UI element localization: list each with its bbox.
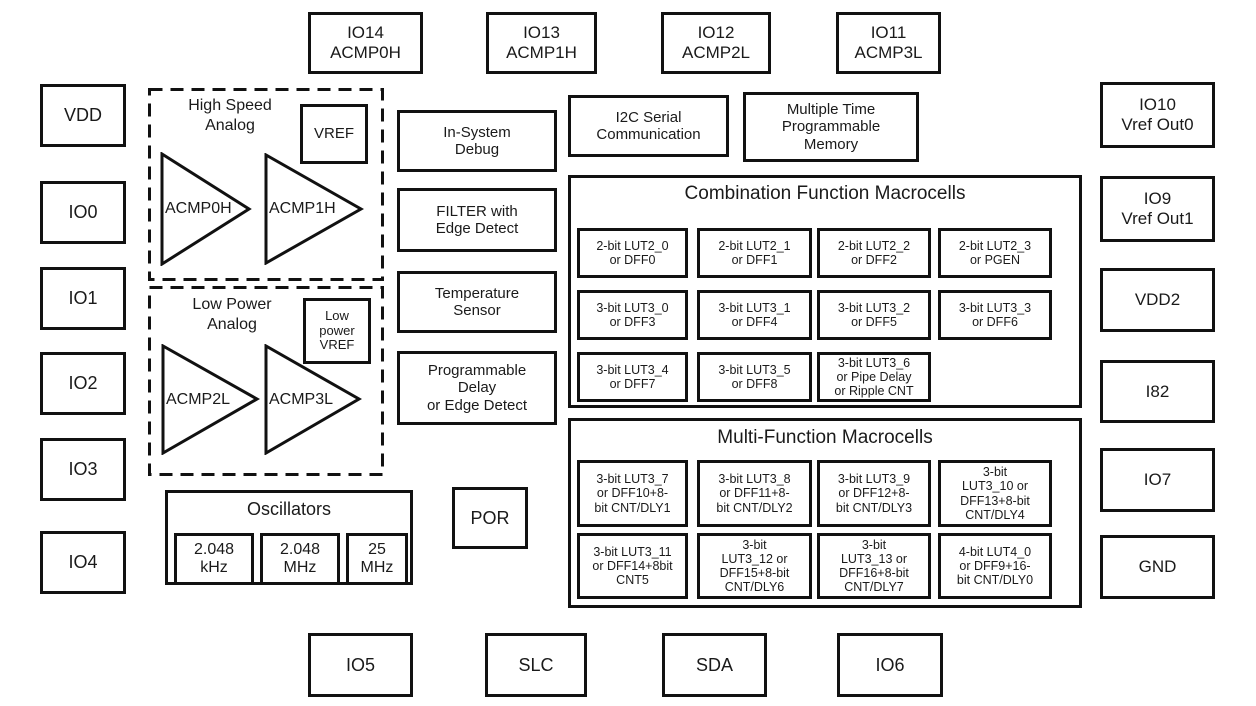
pin-slc: SLC bbox=[485, 633, 587, 697]
pin-vdd2: VDD2 bbox=[1100, 268, 1215, 332]
macrocell-lut3-11: 3-bit LUT3_11 or DFF14+8bit CNT5 bbox=[577, 533, 688, 599]
acmp2l-label: ACMP2L bbox=[166, 390, 231, 408]
comparator-triangle-icon bbox=[264, 344, 362, 455]
pin-i82: I82 bbox=[1100, 360, 1215, 423]
macrocell-lut3-3: 3-bit LUT3_3 or DFF6 bbox=[938, 290, 1052, 340]
filter-edge-detect-block: FILTER with Edge Detect bbox=[397, 188, 557, 252]
macrocell-lut2-2: 2-bit LUT2_2 or DFF2 bbox=[817, 228, 931, 278]
pin-io2: IO2 bbox=[40, 352, 126, 415]
acmp3l-comparator: ACMP3L bbox=[264, 344, 362, 455]
pin-sda: SDA bbox=[662, 633, 767, 697]
por-block: POR bbox=[452, 487, 528, 549]
oscillator-25mhz: 25 MHz bbox=[346, 533, 408, 585]
macrocell-lut3-0: 3-bit LUT3_0 or DFF3 bbox=[577, 290, 688, 340]
macrocell-lut3-4: 3-bit LUT3_4 or DFF7 bbox=[577, 352, 688, 402]
pin-io11-acmp3l: IO11 ACMP3L bbox=[836, 12, 941, 74]
pin-io4: IO4 bbox=[40, 531, 126, 594]
high-speed-analog-title: High Speed Analog bbox=[188, 97, 272, 134]
pin-io6: IO6 bbox=[837, 633, 943, 697]
in-system-debug-block: In-System Debug bbox=[397, 110, 557, 172]
macrocell-lut3-7: 3-bit LUT3_7 or DFF10+8- bit CNT/DLY1 bbox=[577, 460, 688, 527]
pin-io0: IO0 bbox=[40, 181, 126, 244]
comparator-triangle-icon bbox=[161, 344, 260, 455]
low-power-analog-title: Low Power Analog bbox=[192, 296, 272, 333]
pin-io3: IO3 bbox=[40, 438, 126, 501]
multi-function-macrocells-title: Multi-Function Macrocells bbox=[717, 427, 933, 448]
pin-gnd: GND bbox=[1100, 535, 1215, 599]
pin-io5: IO5 bbox=[308, 633, 413, 697]
low-power-vref-block: Low power VREF bbox=[303, 298, 371, 364]
i2c-serial-block: I2C Serial Communication bbox=[568, 95, 729, 157]
pin-io12-acmp2l: IO12 ACMP2L bbox=[661, 12, 771, 74]
vref-block: VREF bbox=[300, 104, 368, 164]
macrocell-lut3-10: 3-bit LUT3_10 or DFF13+8-bit CNT/DLY4 bbox=[938, 460, 1052, 527]
pin-vdd: VDD bbox=[40, 84, 126, 147]
pin-io13-acmp1h: IO13 ACMP1H bbox=[486, 12, 597, 74]
macrocell-lut3-2: 3-bit LUT3_2 or DFF5 bbox=[817, 290, 931, 340]
macrocell-lut3-9: 3-bit LUT3_9 or DFF12+8- bit CNT/DLY3 bbox=[817, 460, 931, 527]
macrocell-lut2-3: 2-bit LUT2_3 or PGEN bbox=[938, 228, 1052, 278]
combination-macrocells-title: Combination Function Macrocells bbox=[684, 183, 966, 204]
comparator-triangle-icon bbox=[160, 152, 252, 266]
low-power-analog-outline bbox=[148, 286, 384, 476]
pin-io1: IO1 bbox=[40, 267, 126, 330]
comparator-triangle-icon bbox=[264, 153, 364, 265]
pin-io9-vref-out1: IO9 Vref Out1 bbox=[1100, 176, 1215, 242]
oscillator-2048mhz: 2.048 MHz bbox=[260, 533, 340, 585]
acmp2l-comparator: ACMP2L bbox=[161, 344, 260, 455]
macrocell-lut3-12: 3-bit LUT3_12 or DFF15+8-bit CNT/DLY6 bbox=[697, 533, 812, 599]
oscillators-title: Oscillators bbox=[246, 499, 331, 519]
pin-io14-acmp0h: IO14 ACMP0H bbox=[308, 12, 423, 74]
acmp1h-comparator: ACMP1H bbox=[264, 153, 364, 265]
temperature-sensor-block: Temperature Sensor bbox=[397, 271, 557, 333]
high-speed-analog-outline bbox=[148, 88, 384, 281]
programmable-delay-block: Programmable Delay or Edge Detect bbox=[397, 351, 557, 425]
macrocell-lut3-8: 3-bit LUT3_8 or DFF11+8- bit CNT/DLY2 bbox=[697, 460, 812, 527]
acmp0h-comparator: ACMP0H bbox=[160, 152, 252, 266]
acmp3l-label: ACMP3L bbox=[269, 390, 334, 408]
pin-io7: IO7 bbox=[1100, 448, 1215, 512]
mtp-memory-block: Multiple Time Programmable Memory bbox=[743, 92, 919, 162]
macrocell-lut3-1: 3-bit LUT3_1 or DFF4 bbox=[697, 290, 812, 340]
macrocell-lut2-1: 2-bit LUT2_1 or DFF1 bbox=[697, 228, 812, 278]
macrocell-lut3-5: 3-bit LUT3_5 or DFF8 bbox=[697, 352, 812, 402]
macrocell-lut3-13: 3-bit LUT3_13 or DFF16+8-bit CNT/DLY7 bbox=[817, 533, 931, 599]
acmp1h-label: ACMP1H bbox=[269, 200, 336, 217]
acmp0h-label: ACMP0H bbox=[165, 200, 232, 217]
macrocell-lut2-0: 2-bit LUT2_0 or DFF0 bbox=[577, 228, 688, 278]
pin-io10-vref-out0: IO10 Vref Out0 bbox=[1100, 82, 1215, 148]
macrocell-lut3-6: 3-bit LUT3_6 or Pipe Delay or Ripple CNT bbox=[817, 352, 931, 402]
oscillator-2048khz: 2.048 kHz bbox=[174, 533, 254, 585]
macrocell-lut4-0: 4-bit LUT4_0 or DFF9+16- bit CNT/DLY0 bbox=[938, 533, 1052, 599]
